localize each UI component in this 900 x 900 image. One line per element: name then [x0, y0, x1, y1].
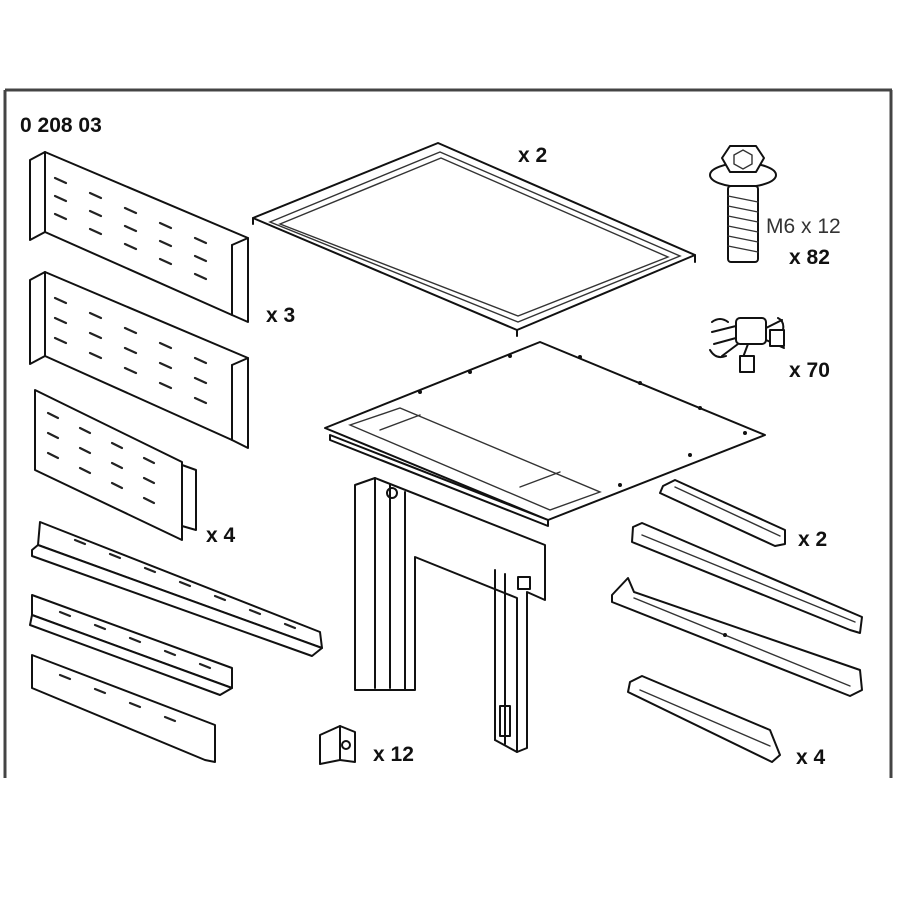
screw-icon — [709, 145, 777, 263]
long-rail-right-2 — [611, 577, 863, 697]
qty-long-rails: x 4 — [796, 746, 826, 769]
qty-screws: x 82 — [789, 246, 830, 269]
qty-cage-nuts: x 70 — [789, 359, 830, 382]
long-rail-right-3 — [627, 675, 781, 763]
kit-code: 0 208 03 — [20, 114, 102, 137]
qty-side-panels: x 3 — [266, 304, 295, 327]
perforated-panel-2 — [29, 271, 249, 449]
short-rail — [659, 479, 786, 547]
diagram-frame — [3, 88, 893, 778]
rail-left-2 — [29, 594, 233, 696]
corner-bracket-icon — [319, 725, 356, 765]
qty-plates: x 2 — [518, 144, 547, 167]
qty-short-rails: x 2 — [798, 528, 827, 551]
cage-nut-icon — [709, 317, 785, 373]
perforated-panel-1 — [29, 151, 249, 323]
rail-left-3 — [31, 654, 216, 763]
rail-left-1 — [31, 521, 323, 657]
qty-door-panel: x 4 — [206, 524, 236, 547]
front-frame — [354, 477, 546, 753]
base-plate — [324, 341, 766, 527]
top-cover-panel — [252, 142, 696, 337]
screw-spec: M6 x 12 — [766, 215, 841, 238]
long-rail-right-1 — [631, 522, 863, 634]
door-panel — [34, 389, 197, 541]
qty-brackets: x 12 — [373, 743, 414, 766]
